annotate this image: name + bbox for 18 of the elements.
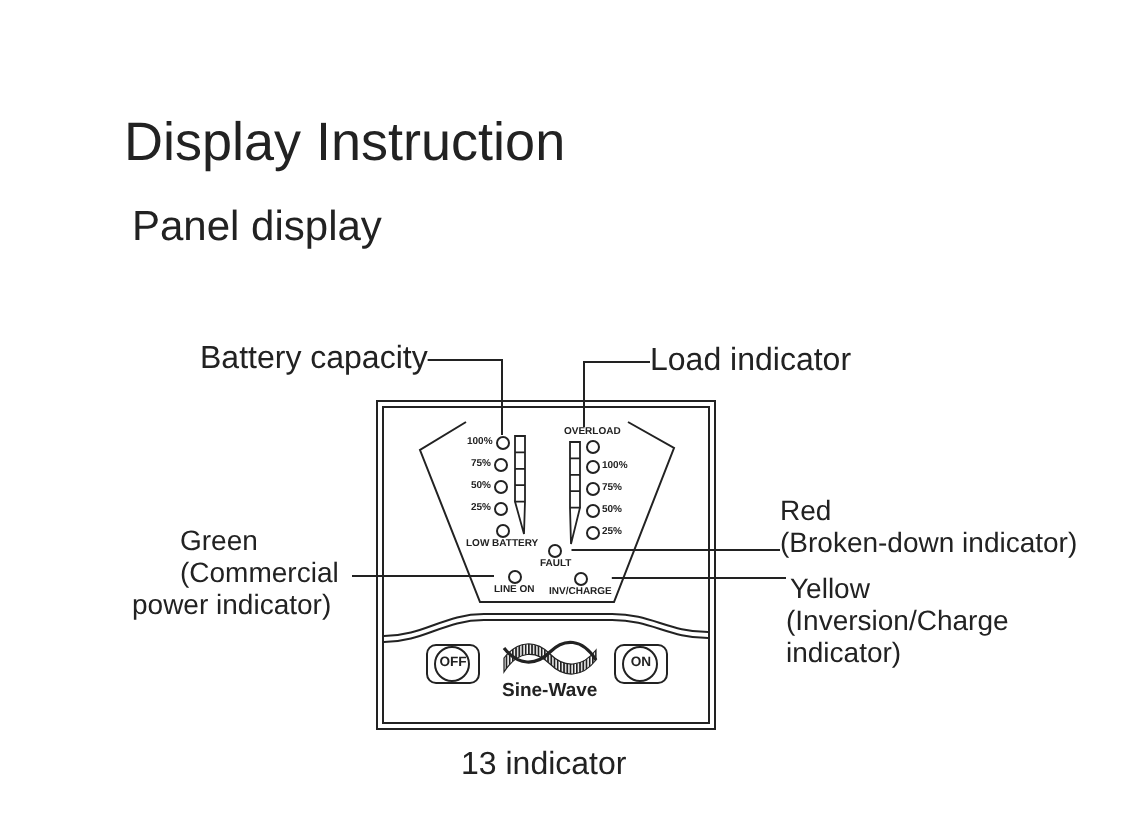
callout-label: Load indicator — [650, 344, 852, 380]
callout-text: (Inversion/Charge indicator) — [786, 604, 1011, 668]
callout-heading: Yellow — [788, 572, 872, 604]
caption: 13 indicator — [461, 750, 627, 782]
callout-text: (Broken-down indicator) — [780, 526, 1080, 558]
callout-label: Battery capacity — [200, 342, 428, 378]
callout-text: (Commercial power indicator) — [132, 556, 341, 620]
leader-line — [610, 577, 787, 579]
panel-label: Sine-Wave — [502, 682, 598, 701]
device-panel — [376, 400, 716, 730]
leader-line — [351, 575, 495, 577]
title: Display Instruction — [124, 116, 566, 170]
callout-heading: Green — [178, 524, 260, 556]
leader-line — [570, 549, 781, 551]
leader-line — [426, 359, 503, 436]
callout-heading: Red — [780, 494, 834, 526]
leader-line — [583, 361, 651, 428]
subtitle: Panel display — [132, 206, 382, 248]
